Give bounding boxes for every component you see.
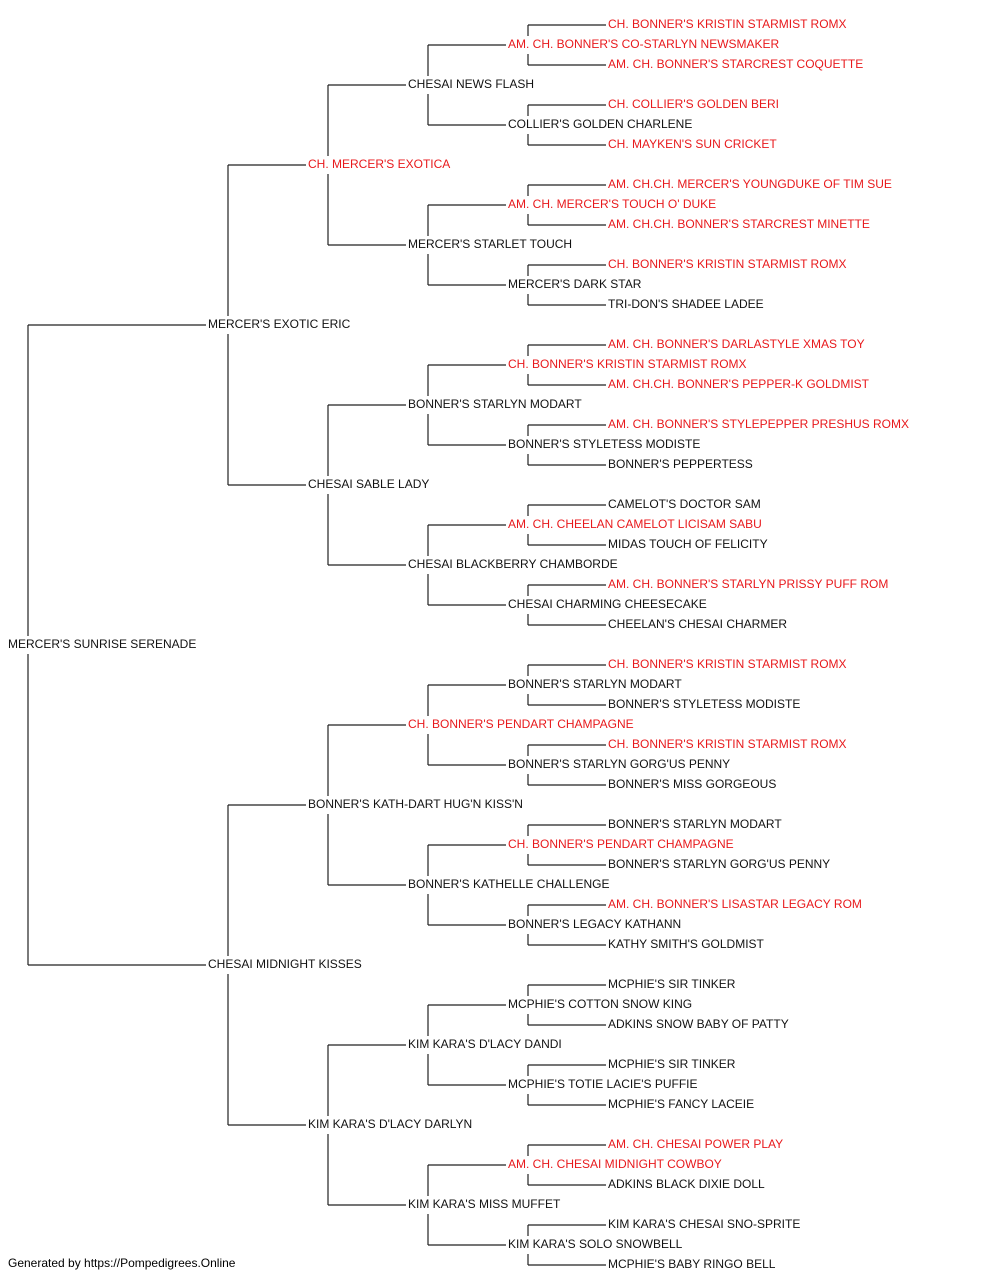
pedigree-name-gen5: MIDAS TOUCH OF FELICITY	[608, 537, 768, 551]
pedigree-name-gen4: MCPHIE'S TOTIE LACIE'S PUFFIE	[508, 1077, 698, 1091]
pedigree-name-gen5: AM. CH.CH. MERCER'S YOUNGDUKE OF TIM SUE	[608, 177, 892, 191]
pedigree-name-gen3: BONNER'S STARLYN MODART	[408, 397, 582, 411]
pedigree-name-gen5: CH. BONNER'S KRISTIN STARMIST ROMX	[608, 17, 847, 31]
pedigree-name-gen4: CHESAI CHARMING CHEESECAKE	[508, 597, 707, 611]
pedigree-name-gen5: MCPHIE'S SIR TINKER	[608, 1057, 736, 1071]
pedigree-name-gen5: AM. CH.CH. BONNER'S STARCREST MINETTE	[608, 217, 870, 231]
pedigree-names: MERCER'S SUNRISE SERENADE MERCER'S EXOTIC…	[8, 17, 909, 1271]
pedigree-name-gen5: ADKINS SNOW BABY OF PATTY	[608, 1017, 789, 1031]
pedigree-name-gen5: BONNER'S STARLYN GORG'US PENNY	[608, 857, 830, 871]
pedigree-name-gen5: MCPHIE'S SIR TINKER	[608, 977, 736, 991]
pedigree-name-gen5: AM. CH. BONNER'S STARLYN PRISSY PUFF ROM	[608, 577, 888, 591]
pedigree-name-gen0: MERCER'S SUNRISE SERENADE	[8, 637, 196, 651]
pedigree-name-gen5: AM. CH. CHESAI POWER PLAY	[608, 1137, 783, 1151]
pedigree-name-gen2: CHESAI SABLE LADY	[308, 477, 429, 491]
pedigree-connectors	[27, 24, 606, 1266]
pedigree-name-gen4: AM. CH. BONNER'S CO-STARLYN NEWSMAKER	[508, 37, 780, 51]
pedigree-name-gen5: CH. MAYKEN'S SUN CRICKET	[608, 137, 777, 151]
pedigree-name-gen5: AM. CH. BONNER'S STARCREST COQUETTE	[608, 57, 863, 71]
pedigree-name-gen4: AM. CH. CHEELAN CAMELOT LICISAM SABU	[508, 517, 762, 531]
pedigree-name-gen3: MERCER'S STARLET TOUCH	[408, 237, 572, 251]
pedigree-name-gen5: KATHY SMITH'S GOLDMIST	[608, 937, 765, 951]
pedigree-name-gen5: ADKINS BLACK DIXIE DOLL	[608, 1177, 765, 1191]
pedigree-name-gen5: CHEELAN'S CHESAI CHARMER	[608, 617, 787, 631]
pedigree-name-gen5: BONNER'S STARLYN MODART	[608, 817, 782, 831]
pedigree-name-gen3: CH. BONNER'S PENDART CHAMPAGNE	[408, 717, 634, 731]
pedigree-name-gen1: CHESAI MIDNIGHT KISSES	[208, 957, 362, 971]
pedigree-name-gen5: AM. CH. BONNER'S LISASTAR LEGACY ROM	[608, 897, 862, 911]
pedigree-name-gen5: CH. BONNER'S KRISTIN STARMIST ROMX	[608, 657, 847, 671]
pedigree-name-gen5: CH. BONNER'S KRISTIN STARMIST ROMX	[608, 737, 847, 751]
pedigree-name-gen4: BONNER'S LEGACY KATHANN	[508, 917, 681, 931]
pedigree-name-gen4: BONNER'S STYLETESS MODISTE	[508, 437, 700, 451]
pedigree-name-gen5: MCPHIE'S BABY RINGO BELL	[608, 1257, 776, 1271]
pedigree-name-gen5: AM. CH. BONNER'S STYLEPEPPER PRESHUS ROM…	[608, 417, 909, 431]
pedigree-name-gen4: AM. CH. CHESAI MIDNIGHT COWBOY	[508, 1157, 722, 1171]
pedigree-name-gen5: BONNER'S STYLETESS MODISTE	[608, 697, 800, 711]
pedigree-name-gen4: AM. CH. MERCER'S TOUCH O' DUKE	[508, 197, 716, 211]
pedigree-name-gen5: AM. CH. BONNER'S DARLASTYLE XMAS TOY	[608, 337, 865, 351]
pedigree-name-gen3: CHESAI BLACKBERRY CHAMBORDE	[408, 557, 618, 571]
pedigree-name-gen3: BONNER'S KATHELLE CHALLENGE	[408, 877, 609, 891]
pedigree-name-gen5: KIM KARA'S CHESAI SNO-SPRITE	[608, 1217, 800, 1231]
pedigree-name-gen2: CH. MERCER'S EXOTICA	[308, 157, 450, 171]
pedigree-name-gen4: COLLIER'S GOLDEN CHARLENE	[508, 117, 692, 131]
pedigree-name-gen3: KIM KARA'S D'LACY DANDI	[408, 1037, 562, 1051]
pedigree-name-gen4: MCPHIE'S COTTON SNOW KING	[508, 997, 692, 1011]
pedigree-name-gen4: CH. BONNER'S KRISTIN STARMIST ROMX	[508, 357, 747, 371]
pedigree-name-gen5: CH. COLLIER'S GOLDEN BERI	[608, 97, 779, 111]
pedigree-name-gen5: MCPHIE'S FANCY LACEIE	[608, 1097, 754, 1111]
pedigree-name-gen1: MERCER'S EXOTIC ERIC	[208, 317, 351, 331]
pedigree-name-gen2: BONNER'S KATH-DART HUG'N KISS'N	[308, 797, 523, 811]
pedigree-name-gen5: CH. BONNER'S KRISTIN STARMIST ROMX	[608, 257, 847, 271]
pedigree-name-gen2: KIM KARA'S D'LACY DARLYN	[308, 1117, 472, 1131]
pedigree-name-gen3: KIM KARA'S MISS MUFFET	[408, 1197, 561, 1211]
pedigree-name-gen5: AM. CH.CH. BONNER'S PEPPER-K GOLDMIST	[608, 377, 870, 391]
pedigree-name-gen4: BONNER'S STARLYN MODART	[508, 677, 682, 691]
pedigree-name-gen4: MERCER'S DARK STAR	[508, 277, 642, 291]
pedigree-name-gen5: CAMELOT'S DOCTOR SAM	[608, 497, 761, 511]
pedigree-name-gen5: BONNER'S PEPPERTESS	[608, 457, 753, 471]
pedigree-name-gen5: BONNER'S MISS GORGEOUS	[608, 777, 776, 791]
pedigree-name-gen3: CHESAI NEWS FLASH	[408, 77, 534, 91]
pedigree-name-gen4: BONNER'S STARLYN GORG'US PENNY	[508, 757, 730, 771]
pedigree-name-gen5: TRI-DON'S SHADEE LADEE	[608, 297, 764, 311]
pedigree-name-gen4: KIM KARA'S SOLO SNOWBELL	[508, 1237, 683, 1251]
footer-credit: Generated by https://Pompedigrees.Online	[8, 1256, 236, 1270]
pedigree-name-gen4: CH. BONNER'S PENDART CHAMPAGNE	[508, 837, 734, 851]
